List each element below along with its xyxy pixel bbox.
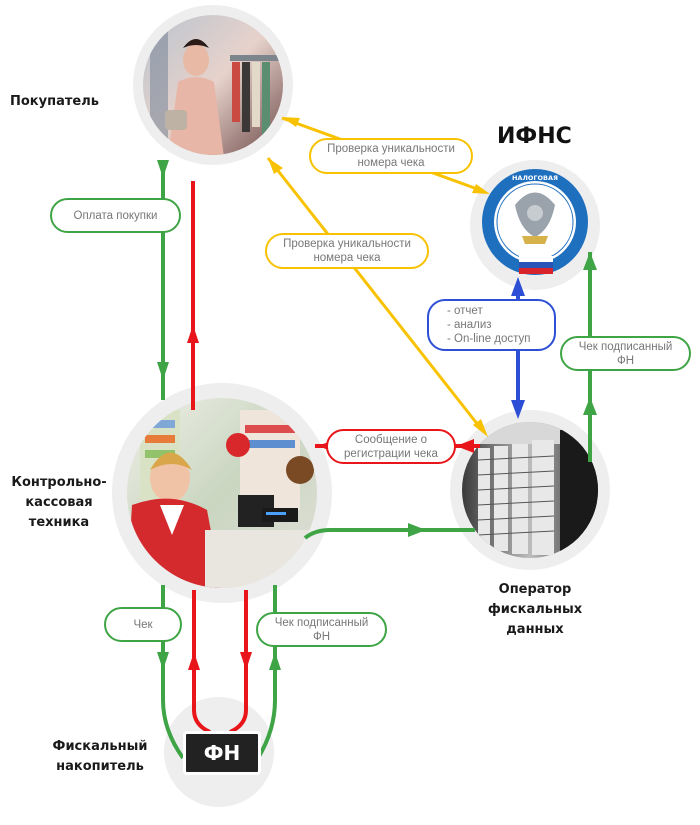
pill-line: - анализ — [447, 319, 492, 331]
ofd-label-line: данных — [506, 622, 564, 637]
fn-label-line: накопитель — [56, 759, 144, 774]
payment-pill: Оплата покупки — [50, 198, 181, 233]
arrow-green-right-icon — [408, 523, 426, 537]
check-to-fn-line — [161, 585, 185, 760]
ofd-label-line: Оператор — [498, 582, 572, 597]
arrow-green-up-icon — [269, 652, 281, 670]
kkt-label: Контрольно- кассовая техника — [8, 473, 110, 533]
arrow-red-up-icon — [188, 652, 200, 670]
kkt-to-fn-red-line — [229, 590, 248, 734]
arrow-green-up-icon — [583, 252, 597, 270]
pill-line: Проверка уникальности — [283, 238, 411, 250]
pill-line: ФН — [312, 630, 331, 643]
fns-emblem-text: НАЛОГОВАЯ — [512, 174, 558, 182]
pill-line: - On-line доступ — [447, 333, 531, 345]
pill-line: Проверка уникальности — [327, 143, 455, 155]
arrow-yellow-icon — [473, 419, 488, 437]
arrow-red-up-icon — [187, 325, 199, 343]
signed-from-fn-line — [256, 585, 277, 760]
buyer-label: Покупатель — [10, 94, 99, 109]
fn-to-kkt-red-line — [192, 590, 211, 734]
arrow-blue-up-icon — [511, 277, 525, 296]
shopper-photo — [143, 15, 283, 155]
fn-label-line: Фискальный — [52, 739, 148, 754]
pill-line: Сообщение о — [354, 433, 428, 446]
cashier-photo — [127, 398, 317, 588]
arrow-red-left-icon — [456, 439, 474, 453]
fn-label: Фискальный накопитель — [48, 737, 152, 777]
pill-line: номера чека — [357, 157, 425, 169]
arrow-yellow-icon — [472, 184, 490, 194]
check-unique-ifns-pill: Проверка уникальности номера чека — [309, 138, 473, 174]
pill-text: Чек — [133, 618, 153, 631]
arrow-green-down-icon — [157, 362, 169, 380]
arrow-green-up-icon — [583, 397, 597, 415]
pill-line: - отчет — [447, 305, 483, 317]
pill-line: номера чека — [313, 252, 381, 264]
registration-msg-pill: Сообщение о регистрации чека — [326, 429, 456, 464]
ofd-label: Оператор фискальных данных — [480, 580, 590, 640]
fn-chip: ФН — [183, 731, 261, 775]
fns-emblem: НАЛОГОВАЯ — [482, 169, 588, 275]
signed-from-fn-pill: Чек подписанный ФН — [256, 612, 387, 647]
pill-line: ФН — [616, 354, 635, 367]
arrow-red-down-icon — [240, 652, 252, 670]
pill-line: регистрации чека — [344, 447, 438, 460]
arrow-yellow-icon — [268, 158, 283, 174]
arrow-green-down-icon — [157, 160, 169, 178]
signed-to-ifns-pill: Чек подписанный ФН — [560, 336, 691, 371]
kkt-label-line: техника — [28, 515, 90, 530]
kkt-to-ofd-line — [303, 528, 475, 540]
arrow-green-down-icon — [157, 652, 169, 670]
ofd-label-line: фискальных — [487, 602, 583, 617]
ifns-ofd-pill: - отчет - анализ - On-line доступ — [427, 299, 556, 351]
arrow-blue-down-icon — [511, 400, 525, 419]
payment-pill-text: Оплата покупки — [73, 209, 158, 222]
check-unique-ofd-pill: Проверка уникальности номера чека — [265, 233, 429, 269]
ifns-title: ИФНС — [497, 124, 572, 149]
pill-line: Чек подписанный — [274, 616, 369, 629]
kkt-label-line: кассовая — [25, 495, 93, 510]
kkt-label-line: Контрольно- — [11, 475, 107, 490]
check-to-fn-pill: Чек — [104, 607, 182, 642]
ofd-to-buyer-check-line — [266, 157, 484, 431]
arrow-yellow-icon — [282, 117, 300, 127]
pill-line: Чек подписанный — [578, 340, 673, 353]
